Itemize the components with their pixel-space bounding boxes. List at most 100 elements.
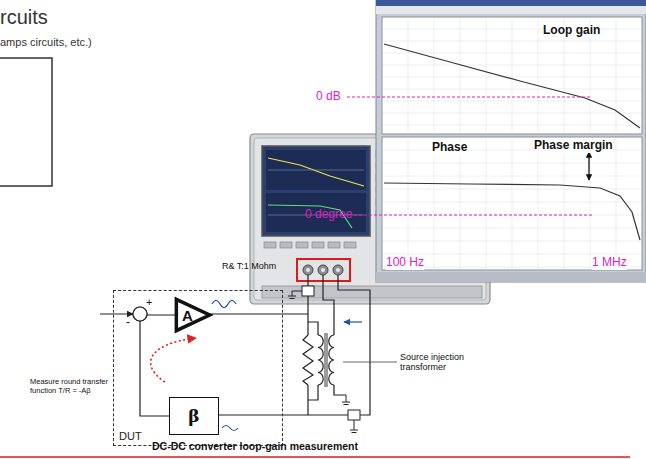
circuit-wiring [207, 313, 308, 314]
circuit-wiring [334, 385, 346, 395]
screenshot-window [376, 272, 646, 282]
screenshot-window [376, 0, 646, 282]
block-symbol: A [182, 307, 193, 324]
plot-grid [538, 138, 539, 269]
reference-line [347, 97, 592, 215]
plot-grid [486, 138, 487, 269]
circuit-wiring [218, 414, 308, 415]
plot-title: Loop gain [543, 24, 600, 38]
network-analyzer [303, 265, 313, 275]
plot-grid [383, 53, 641, 54]
phase-margin-arrow [588, 152, 589, 180]
network-analyzer [318, 265, 328, 275]
plot-grid [538, 18, 539, 133]
circuit-wiring [303, 335, 313, 385]
plot-grid [616, 18, 617, 133]
screenshot-window [376, 0, 646, 6]
network-analyzer [306, 268, 310, 272]
network-analyzer [344, 242, 356, 248]
annotation-note: Measure round transfer function T/R = -A… [30, 378, 110, 395]
signal-wave [344, 321, 362, 322]
dut-boundary: AβDUT [113, 290, 283, 446]
axis-tick: 1 MHz [592, 256, 627, 270]
plot-grid [434, 18, 435, 133]
network-analyzer [262, 146, 370, 236]
screenshot-window [383, 18, 641, 269]
circuit-wiring [325, 333, 327, 387]
screenshot-window [382, 137, 642, 270]
phase-curve [384, 183, 640, 240]
plot-grid [383, 77, 641, 78]
coax-connector [288, 296, 296, 299]
circuit-wiring [308, 275, 370, 415]
network-analyzer [312, 242, 324, 248]
leader-line [343, 362, 397, 363]
coax-connector [302, 286, 314, 296]
plot-grid [408, 138, 409, 269]
network-analyzer [268, 158, 364, 186]
plot-grid [564, 138, 565, 269]
amplifier-block: A [176, 299, 210, 331]
amplifier-triangle [176, 299, 210, 331]
plot-title: Phase [432, 141, 467, 155]
network-analyzer [266, 193, 366, 232]
circuit-wiring [100, 313, 133, 314]
figure-caption: DC-DC converter loop-gain measurement [0, 440, 510, 452]
plot-grid [512, 18, 513, 133]
gain-curve [384, 44, 640, 128]
plot-grid [383, 101, 641, 102]
plot-grid [383, 89, 641, 90]
plot-grid [383, 113, 641, 114]
plot-grid [383, 241, 641, 242]
network-analyzer [303, 265, 343, 275]
coax-connector [342, 395, 350, 405]
heading-fragment: rcuits [0, 6, 48, 29]
signal-wave [212, 301, 362, 431]
plot-grid [383, 202, 641, 203]
screenshot-window [376, 6, 646, 14]
footer-rule [0, 456, 630, 458]
plot-grid [383, 254, 641, 255]
circuit-wiring [329, 335, 334, 385]
coax-connector [292, 291, 302, 296]
coax-connector [288, 286, 360, 433]
network-analyzer [336, 268, 340, 272]
network-analyzer [264, 242, 276, 248]
port-setting: R& T:1 Mohm [222, 261, 276, 271]
circuit-wiring [318, 335, 323, 385]
reference-line [347, 96, 590, 97]
sign-mark: + [146, 296, 152, 309]
plot-grid [408, 18, 409, 133]
plot-grid [460, 18, 461, 133]
circuit-wiring [308, 322, 318, 400]
plot-grid [383, 176, 641, 177]
loop-arrow [151, 338, 196, 382]
plot-grid [590, 138, 591, 269]
plot-grid [460, 138, 461, 269]
coax-connector [354, 420, 355, 430]
axis-tick: 100 Hz [386, 256, 424, 270]
network-analyzer [264, 150, 388, 248]
screenshot-window [382, 17, 642, 134]
network-analyzer [262, 286, 482, 298]
axis-reference: 0 dB [316, 90, 341, 104]
block-symbol: β [188, 406, 199, 426]
amplifier-triangle [176, 299, 209, 330]
plot-grid [383, 29, 641, 30]
slide-box [0, 58, 52, 186]
feedback-block: β [169, 397, 219, 435]
network-analyzer [266, 150, 366, 190]
network-analyzer [333, 265, 343, 275]
subheading-fragment: amps circuits, etc.) [0, 36, 92, 49]
slide-box [0, 58, 52, 186]
screenshot-window [376, 0, 646, 282]
plot-grid [486, 18, 487, 133]
summing-junction [133, 307, 147, 321]
block-label: DUT [119, 430, 142, 442]
network-analyzer [306, 268, 340, 272]
circuit-wiring [323, 275, 334, 335]
plot-grid [383, 163, 641, 164]
plot-title: Phase margin [534, 139, 613, 153]
